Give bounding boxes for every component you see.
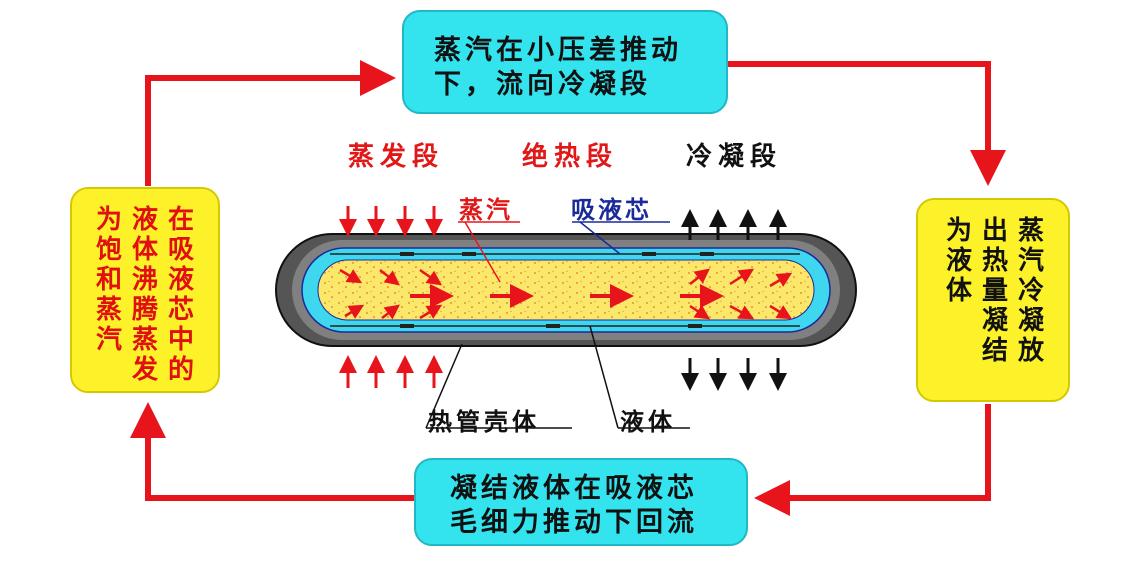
liquid-return-line-2: 毛细力推动下回流 [450, 506, 698, 538]
char: 凝 [981, 306, 1008, 336]
char: 汽 [95, 325, 122, 355]
loop-top-right [728, 61, 1006, 186]
vapor-flow-line-1: 蒸汽在小压差推动 [434, 35, 682, 66]
label-wick: 吸液芯 [571, 195, 652, 224]
char: 沸 [131, 265, 158, 295]
char: 液 [131, 205, 158, 235]
loop-right-bottom [754, 404, 991, 516]
liquid-return-box: 凝结液体在吸液芯 毛细力推动下回流 [414, 458, 748, 546]
condensation-col-3: 蒸 汽 冷 凝 放 [1016, 216, 1046, 366]
char: 吸 [167, 235, 194, 265]
condensation-col-2: 出 热 量 凝 结 [980, 216, 1010, 366]
condensation-box: 为 液 体 出 热 量 凝 结 蒸 汽 冷 凝 放 [916, 198, 1070, 402]
condensation-col-1: 为 液 体 [944, 216, 974, 306]
vapor-flow-box: 蒸汽在小压差推动 下，流向冷凝段 [402, 10, 728, 114]
char: 放 [1017, 336, 1044, 366]
evaporation-box: 为 饱 和 蒸 汽 液 体 沸 腾 蒸 发 在 吸 液 芯 中 的 [70, 187, 220, 393]
char: 中 [167, 325, 194, 355]
char: 的 [167, 355, 194, 385]
char: 蒸 [131, 325, 158, 355]
char: 出 [981, 216, 1008, 246]
char: 蒸 [1017, 216, 1044, 246]
section-label-evaporator: 蒸发段 [348, 142, 445, 172]
heat-pipe [275, 233, 857, 347]
label-vapor: 蒸汽 [459, 195, 513, 224]
heat-output-arrows [681, 209, 787, 391]
char: 冷 [1017, 276, 1044, 306]
char: 体 [131, 235, 158, 265]
loop-left-top [145, 60, 396, 186]
char: 为 [95, 205, 122, 235]
char: 结 [981, 336, 1008, 366]
vapor-flow-line-2: 下，流向冷凝段 [434, 68, 651, 100]
char: 蒸 [95, 295, 122, 325]
liquid-return-line-1: 凝结液体在吸液芯 [450, 473, 698, 504]
char: 腾 [131, 295, 158, 325]
char: 芯 [167, 295, 194, 325]
char: 汽 [1017, 246, 1044, 276]
label-liquid: 液体 [620, 407, 676, 436]
char: 为 [945, 216, 972, 246]
char: 液 [167, 265, 194, 295]
char: 和 [95, 265, 122, 295]
loop-bottom-left [130, 402, 414, 501]
label-shell: 热管壳体 [428, 407, 540, 436]
char: 在 [167, 205, 194, 235]
char: 凝 [1017, 306, 1044, 336]
heat-input-arrows [339, 206, 443, 388]
section-label-condenser: 冷凝段 [686, 142, 783, 172]
evaporation-col-3: 在 吸 液 芯 中 的 [166, 205, 196, 385]
evaporation-col-1: 为 饱 和 蒸 汽 [94, 205, 124, 355]
char: 量 [981, 276, 1008, 306]
label-leaders [425, 221, 690, 429]
char: 发 [131, 355, 158, 385]
circulation-loop [130, 60, 1006, 516]
char: 体 [945, 276, 972, 306]
char: 液 [945, 246, 972, 276]
evaporation-col-2: 液 体 沸 腾 蒸 发 [130, 205, 160, 385]
char: 饱 [95, 235, 122, 265]
section-label-adiabatic: 绝热段 [522, 142, 619, 172]
char: 热 [981, 246, 1008, 276]
